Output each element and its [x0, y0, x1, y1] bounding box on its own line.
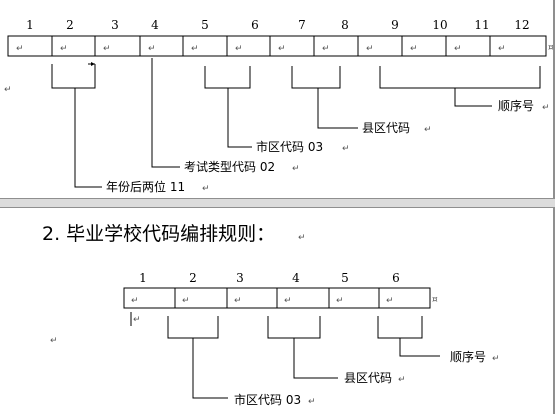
digit-number: 5	[201, 18, 209, 32]
label-city-code: 市区代码 03	[256, 139, 323, 154]
digit-number: 4	[292, 271, 300, 285]
leader-county	[317, 88, 358, 129]
cell-paragraph-mark: ↵	[410, 44, 418, 54]
leader-sequence	[399, 338, 440, 357]
bracket-digits-1-2	[51, 64, 96, 89]
cell-paragraph-mark: ↵	[284, 296, 292, 306]
digit-number: 12	[514, 18, 529, 32]
cell-paragraph-mark: ↵	[131, 296, 139, 306]
paragraph-mark: ↵	[542, 103, 550, 113]
paragraph-mark: ↵	[202, 184, 210, 194]
cell-paragraph-mark: ↵	[103, 44, 111, 54]
end-of-row-mark: ¤	[548, 43, 554, 53]
digit-number: 1	[139, 271, 147, 285]
paragraph-mark: ↵	[50, 336, 58, 346]
cell-paragraph-mark: ↵	[191, 44, 199, 54]
cell-paragraph-mark: ↵	[366, 44, 374, 54]
school-code-diagram: 2. 毕业学校代码编排规则： ↵ 1 2 3 4 5 6 ↵ ↵ ↵ ↵ ↵ ↵ ¤ ↵ ↵ 顺序号 ↵ 县区代码 ↵ 市…	[42, 223, 500, 407]
page-right-edge-bottom	[553, 208, 555, 414]
cell-paragraph-mark: ↵	[148, 44, 156, 54]
cell-paragraph-mark: ↵	[16, 44, 24, 54]
digit-number: 5	[341, 271, 349, 285]
page-bottom-region: 2. 毕业学校代码编排规则： ↵ 1 2 3 4 5 6 ↵ ↵ ↵ ↵ ↵ ↵ ¤ ↵ ↵ 顺序号 ↵ 县区代码 ↵ 市…	[0, 208, 555, 414]
paragraph-mark: ↵	[398, 375, 406, 385]
digit-number: 3	[236, 271, 244, 285]
leader-city	[227, 88, 252, 148]
leader-county	[293, 338, 338, 379]
digit-number: 4	[151, 18, 159, 32]
label-county-code: 县区代码	[344, 371, 392, 385]
cell-paragraph-mark: ↵	[336, 296, 344, 306]
digit-number: 11	[474, 18, 489, 32]
cell-paragraph-mark: ↵	[386, 296, 394, 306]
label-sequence: 顺序号	[450, 349, 486, 364]
digit-number: 8	[341, 18, 349, 32]
cell-paragraph-mark: ↵	[322, 44, 330, 54]
label-exam-type: 考试类型代码 02	[184, 159, 275, 174]
bracket-digits-3-4	[267, 316, 321, 339]
section-heading: 2. 毕业学校代码编排规则：	[42, 223, 275, 245]
digit-number: 3	[111, 18, 119, 32]
label-city-code: 市区代码 03	[234, 392, 301, 407]
cell-paragraph-mark: ↵	[454, 44, 462, 54]
paragraph-mark: ↵	[298, 233, 306, 243]
paragraph-mark: ↵	[424, 125, 432, 135]
page-right-edge	[553, 0, 555, 198]
paragraph-mark: ↵	[133, 315, 141, 325]
digit-number: 10	[432, 18, 447, 32]
paragraph-mark: ↵	[292, 164, 300, 174]
cell-paragraph-mark: ↵	[60, 44, 68, 54]
digit-number: 6	[392, 271, 400, 285]
digit-number: 9	[391, 18, 399, 32]
bracket-digits-7-8	[291, 66, 341, 89]
bracket-digits-9-12	[379, 66, 541, 89]
paragraph-mark: ↵	[342, 144, 350, 154]
cell-paragraph-mark: ↵	[182, 296, 190, 306]
cell-paragraph-mark: ↵	[234, 296, 242, 306]
paragraph-mark: ↵	[4, 85, 12, 95]
digit-number: 7	[298, 18, 306, 32]
label-sequence: 顺序号	[498, 98, 534, 113]
cell-paragraph-mark: ↵	[235, 44, 243, 54]
page-break-gap	[0, 198, 555, 208]
label-county-code: 县区代码	[362, 121, 410, 135]
leader-city	[192, 338, 228, 399]
paragraph-mark: ↵	[308, 397, 316, 407]
digit-number: 1	[26, 18, 34, 32]
label-year: 年份后两位 11	[106, 179, 185, 194]
leader-year	[74, 88, 102, 188]
digit-number: 6	[251, 18, 259, 32]
paragraph-mark: ↵	[492, 354, 500, 364]
cell-paragraph-mark: ↵	[278, 44, 286, 54]
bracket-digits-5-6	[204, 66, 251, 89]
digit-number: 2	[189, 271, 197, 285]
bracket-digits-1-2	[167, 316, 219, 339]
digit-boxes-outline	[7, 35, 547, 57]
cell-paragraph-mark: ↵	[498, 44, 506, 54]
digit-number: 2	[66, 18, 74, 32]
bracket-digit-6	[377, 316, 423, 339]
leader-exam-type	[151, 58, 180, 168]
end-of-row-mark: ¤	[432, 295, 438, 305]
leader-sequence	[454, 88, 492, 107]
